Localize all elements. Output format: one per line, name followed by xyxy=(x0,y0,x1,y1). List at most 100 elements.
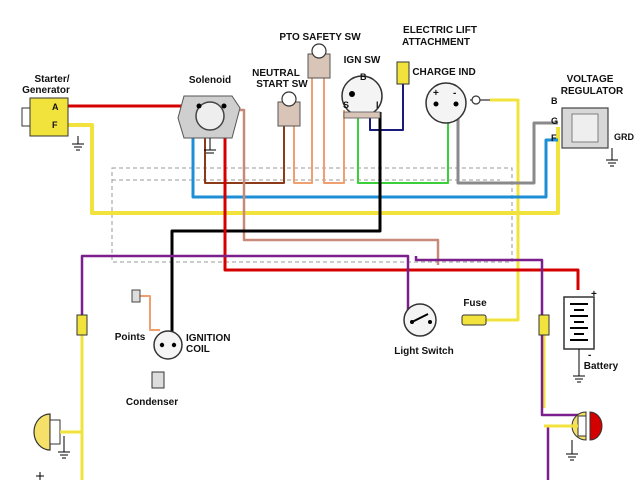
wires xyxy=(66,78,582,480)
generator-terminal-f: F xyxy=(52,120,58,130)
battery-plus-sign: + xyxy=(591,289,597,300)
neutral-start-switch: NEUTRAL START SW xyxy=(252,68,308,127)
fuse-body xyxy=(461,314,487,326)
fuse-label: Fuse xyxy=(463,298,487,309)
electric-lift-connector xyxy=(396,61,410,85)
charge-plus-sign: + xyxy=(433,88,439,99)
regulator-terminal-b: B xyxy=(551,96,558,106)
charge-indicator: CHARGE IND + - xyxy=(412,67,490,124)
ignition-switch-body xyxy=(341,75,383,117)
charge-indicator-label: CHARGE IND xyxy=(412,67,475,78)
left-headlight-housing xyxy=(49,419,61,445)
wire-tan xyxy=(240,108,440,265)
pto-safety-plunger xyxy=(311,43,327,59)
coil-terminal-2 xyxy=(171,342,177,348)
regulator-terminal-g: G xyxy=(551,116,558,126)
bottom-ground-icon xyxy=(36,472,44,480)
solenoid-stud-left xyxy=(196,103,202,109)
battery-ground-icon xyxy=(573,349,585,383)
charge-indicator-body xyxy=(425,82,467,124)
battery-minus-sign: - xyxy=(588,350,591,361)
light-switch-body[interactable] xyxy=(403,303,437,337)
fuse: Fuse xyxy=(461,298,487,326)
taillight-ground-icon xyxy=(566,440,578,461)
starter-generator-label-2: Generator xyxy=(22,85,70,96)
solenoid-contact-ring xyxy=(195,101,225,131)
generator-terminal-a: A xyxy=(52,102,59,112)
wire-blue xyxy=(191,120,558,199)
solenoid-stud-right xyxy=(221,103,227,109)
left-headlight-lens-icon xyxy=(33,413,51,451)
light-switch-pivot xyxy=(410,320,414,324)
wire-orange-pto-2 xyxy=(323,78,345,184)
battery-cells-icon xyxy=(570,303,588,341)
charge-minus-sign: - xyxy=(453,88,456,99)
left-headlight xyxy=(33,413,82,459)
generator-body xyxy=(29,97,69,137)
electric-lift-label-2: ATTACHMENT xyxy=(402,37,470,48)
ignition-points: Points xyxy=(115,289,146,343)
ign-terminal-s: S xyxy=(343,100,349,110)
taillight-red-lens-icon xyxy=(589,411,603,441)
wire-black xyxy=(170,112,382,345)
wire-navy xyxy=(369,82,404,131)
ignition-switch-terminal-block xyxy=(343,111,381,119)
right-taillight xyxy=(544,411,603,461)
ignition-key-icon xyxy=(349,91,355,97)
light-switch-contact xyxy=(428,320,432,324)
electric-lift-attachment: ELECTRIC LIFT ATTACHMENT xyxy=(396,25,477,85)
battery: + - Battery xyxy=(563,289,619,383)
wire-yellow-fuse xyxy=(490,98,520,322)
voltage-regulator: VOLTAGE REGULATOR B G F GRD xyxy=(551,74,635,167)
wire-purple-right xyxy=(414,256,582,425)
wire-yellow-gen-f xyxy=(66,123,560,215)
starter-generator: Starter/ Generator A F xyxy=(21,74,84,151)
points-label: Points xyxy=(115,332,146,343)
wire-gray xyxy=(456,104,558,185)
light-switch-lever-icon xyxy=(411,313,429,323)
wire-orange-points xyxy=(138,295,160,331)
wire-green xyxy=(357,104,449,184)
wire-purple-left xyxy=(80,254,410,318)
condenser: Condenser xyxy=(126,371,178,408)
light-switch-label: Light Switch xyxy=(394,346,453,357)
spark-plug-icon xyxy=(131,289,141,303)
generator-ground-icon xyxy=(72,136,84,151)
electric-lift-label-1: ELECTRIC LIFT xyxy=(403,25,477,36)
pto-safety-label: PTO SAFETY SW xyxy=(279,32,361,43)
regulator-terminal-f: F xyxy=(551,133,557,143)
ignition-coil-label-1: IGNITION xyxy=(186,333,230,344)
charge-indicator-bulb-icon xyxy=(471,95,481,105)
charge-terminal-minus xyxy=(453,101,459,107)
solenoid: Solenoid xyxy=(177,75,241,154)
condenser-body xyxy=(151,371,165,389)
solenoid-label: Solenoid xyxy=(189,75,231,86)
voltage-regulator-label-2: REGULATOR xyxy=(561,86,624,97)
ign-terminal-i: I xyxy=(376,100,379,110)
generator-pulley xyxy=(21,107,31,127)
solenoid-ground-icon xyxy=(204,138,216,154)
coil-terminal-1 xyxy=(159,342,165,348)
ignition-switch-label: IGN SW xyxy=(344,55,381,66)
right-lamp-connector xyxy=(538,314,550,336)
voltage-regulator-cover xyxy=(571,113,599,143)
ignition-coil-body xyxy=(153,330,183,360)
neutral-start-label-1: NEUTRAL xyxy=(252,68,300,79)
taillight-housing xyxy=(577,415,587,437)
wire-red-battery xyxy=(223,108,580,290)
regulator-ground-label: GRD xyxy=(614,132,635,142)
wire-orange-pto xyxy=(293,78,313,184)
ignition-coil: IGNITION COIL xyxy=(153,330,230,360)
neutral-start-label-2: START SW xyxy=(256,79,308,90)
charge-terminal-plus xyxy=(433,101,439,107)
pto-safety-switch: PTO SAFETY SW xyxy=(279,32,361,79)
voltage-regulator-label-1: VOLTAGE xyxy=(567,74,614,85)
light-switch[interactable]: Light Switch xyxy=(394,303,454,357)
left-lamp-connector xyxy=(76,314,88,336)
battery-label: Battery xyxy=(584,361,619,372)
regulator-ground-icon xyxy=(606,148,618,167)
ignition-coil-label-2: COIL xyxy=(186,344,210,355)
condenser-label: Condenser xyxy=(126,397,178,408)
